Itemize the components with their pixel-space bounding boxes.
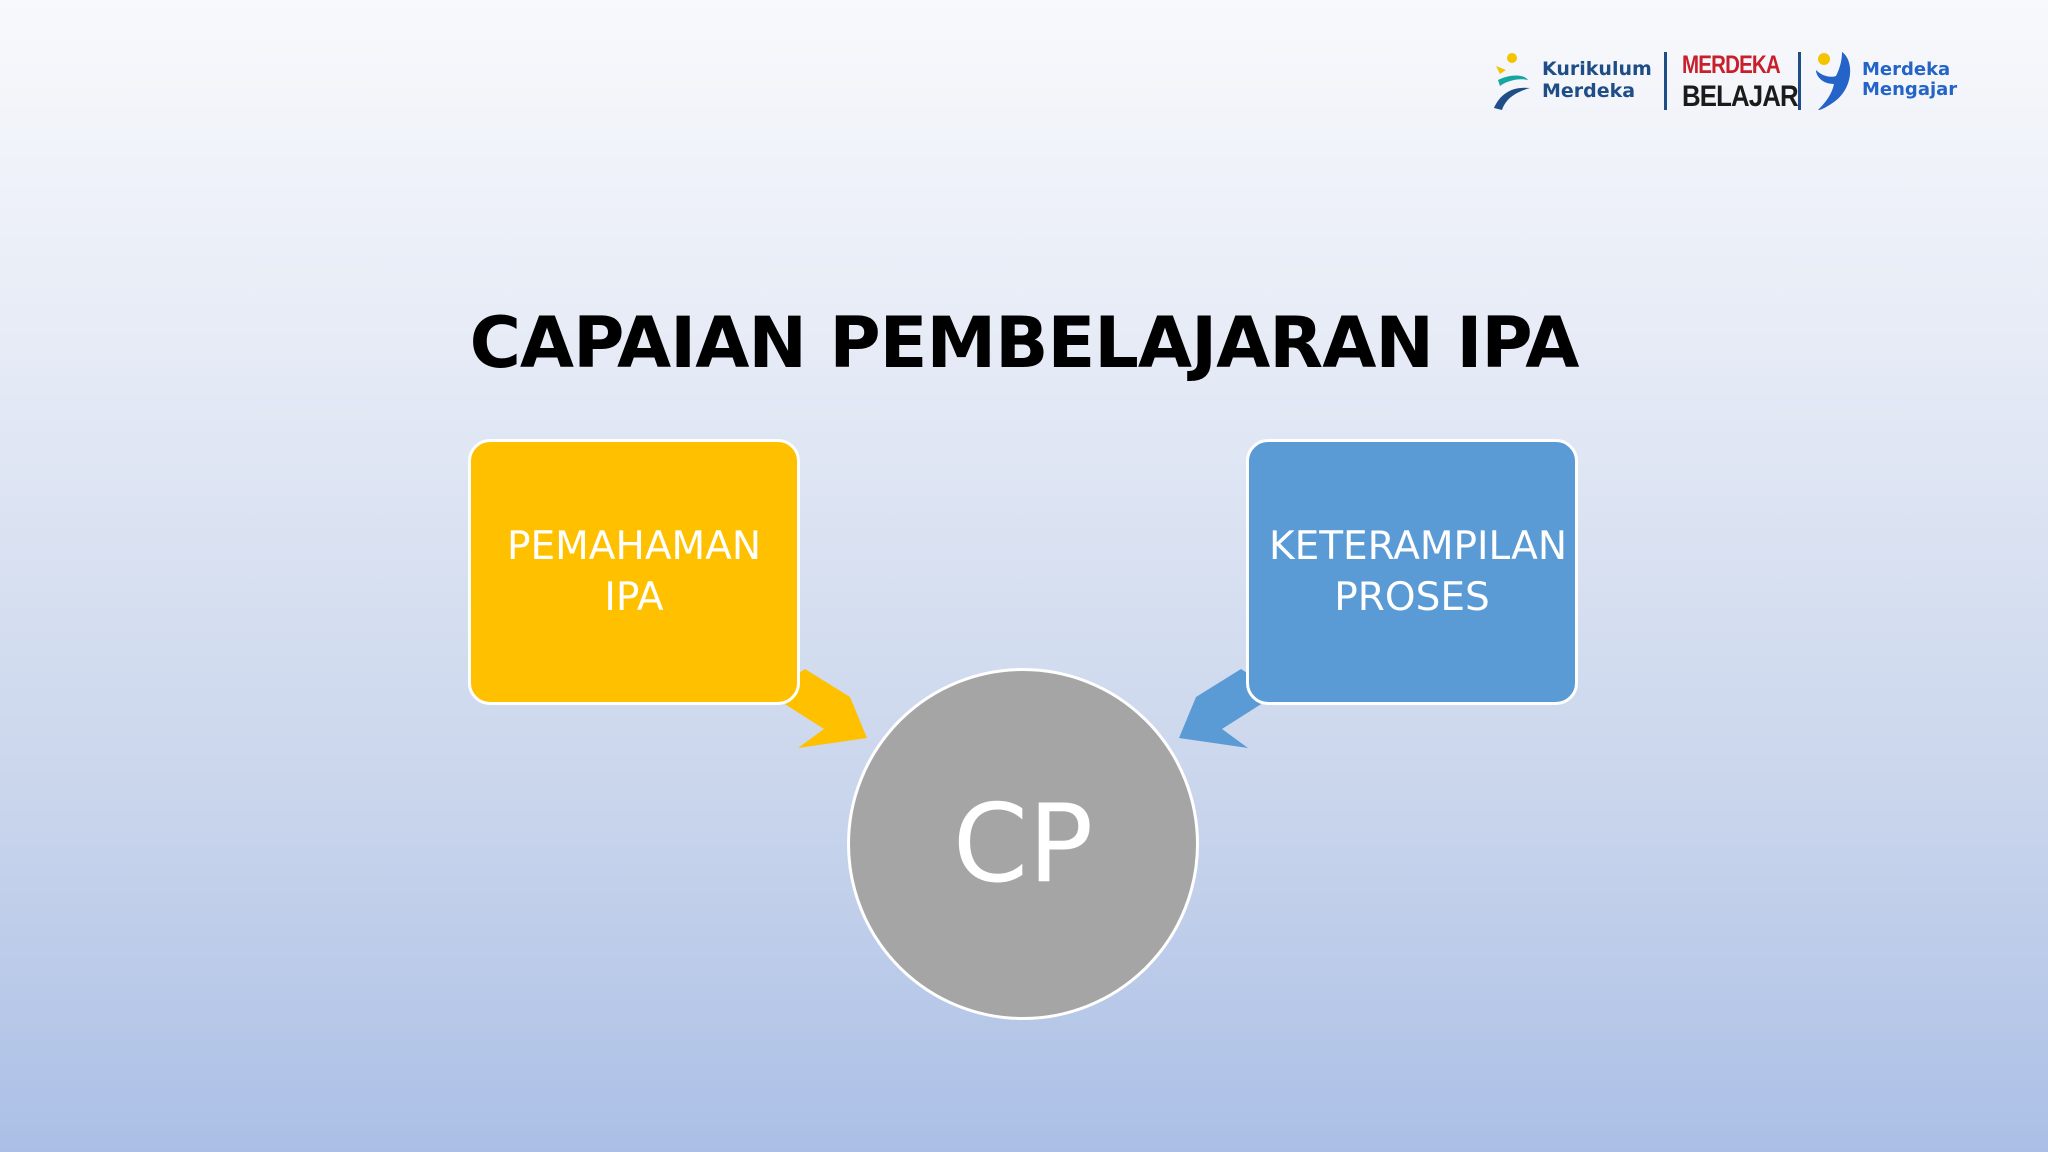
pemahaman-ipa-box: PEMAHAMAN IPA	[468, 439, 800, 705]
logo-strip: Kurikulum Merdeka MERDEKA BELAJAR Merdek…	[1490, 48, 1960, 116]
merdeka-mengajar-logo: Merdeka Mengajar	[1812, 48, 1962, 116]
kurikulum-merdeka-logo: Kurikulum Merdeka	[1490, 48, 1660, 116]
merdeka-mengajar-line1: Merdeka	[1862, 59, 1951, 80]
pemahaman-ipa-label: PEMAHAMAN IPA	[507, 524, 761, 620]
kurikulum-merdeka-line2: Merdeka	[1542, 80, 1636, 102]
cp-circle: CP	[847, 668, 1199, 1020]
kurikulum-merdeka-wordmark: Kurikulum Merdeka	[1542, 58, 1652, 102]
merdeka-belajar-line1: MERDEKA	[1682, 51, 1781, 79]
logo-divider	[1798, 52, 1801, 110]
keterampilan-proses-box: KETERAMPILAN PROSES	[1246, 439, 1578, 705]
keterampilan-proses-label: KETERAMPILAN PROSES	[1269, 524, 1568, 620]
merdeka-mengajar-mark-icon	[1816, 52, 1851, 110]
cp-label: CP	[952, 781, 1094, 907]
merdeka-mengajar-wordmark: Merdeka Mengajar	[1862, 60, 1957, 100]
left-arrow-icon	[780, 669, 867, 748]
logo-divider	[1664, 52, 1667, 110]
merdeka-belajar-logo: MERDEKA BELAJAR	[1682, 48, 1799, 116]
kurikulum-merdeka-mark-icon	[1494, 53, 1530, 110]
kurikulum-merdeka-line1: Kurikulum	[1542, 58, 1652, 80]
merdeka-mengajar-line2: Mengajar	[1862, 79, 1958, 100]
merdeka-belajar-line2: BELAJAR	[1682, 80, 1799, 113]
page-title: CAPAIAN PEMBELAJARAN IPA	[469, 302, 1580, 384]
right-arrow-icon	[1179, 669, 1266, 748]
